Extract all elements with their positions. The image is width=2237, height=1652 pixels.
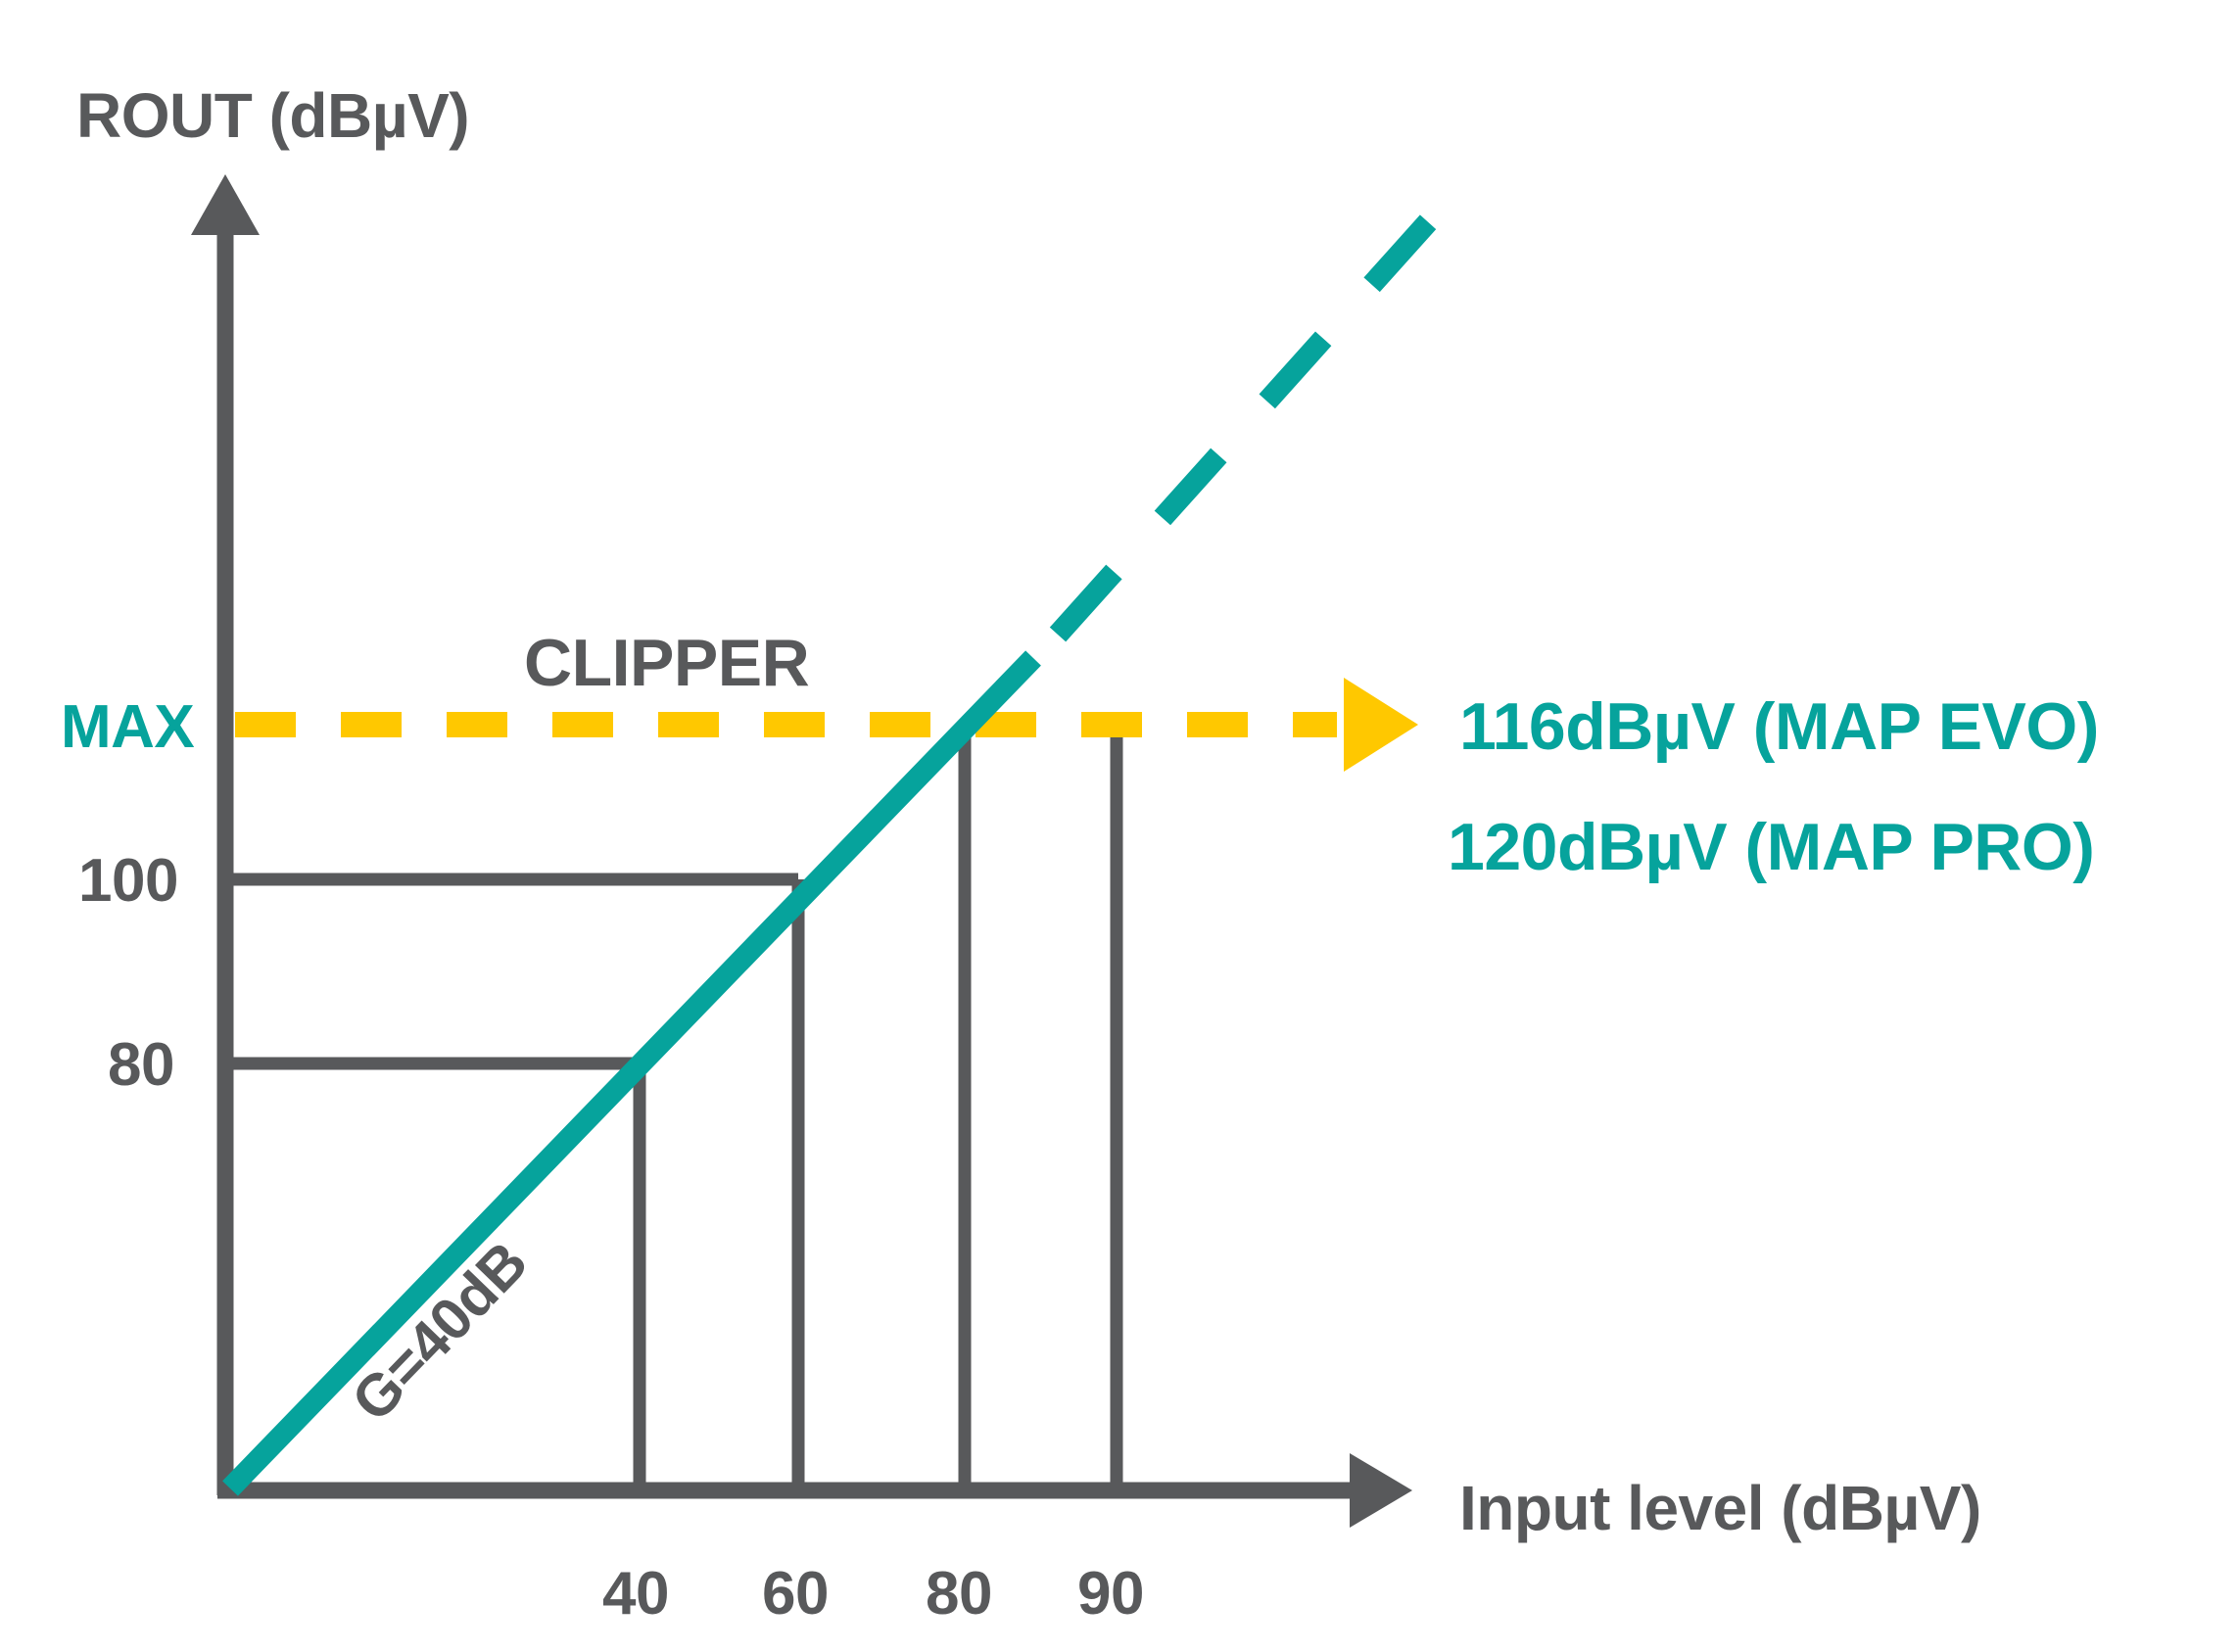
- x-axis-arrow-icon: [1350, 1453, 1412, 1528]
- y-axis-label: ROUT (dBµV): [76, 80, 469, 151]
- x-tick-label-80: 80: [926, 1560, 992, 1628]
- callout-line-evo: 116dBµV (MAP EVO): [1459, 689, 2099, 764]
- response-curve-solid: [222, 650, 1041, 1496]
- x-tick-label-90: 90: [1077, 1560, 1144, 1628]
- callout-line-pro: 120dBµV (MAP PRO): [1448, 810, 2094, 884]
- y-tick-label-80: 80: [108, 1031, 174, 1099]
- max-level-arrow-icon: [1344, 678, 1418, 772]
- x-tick-label-60: 60: [762, 1560, 829, 1628]
- y-tick-label-100: 100: [78, 847, 178, 915]
- y-axis-arrow-icon: [191, 174, 260, 235]
- y-tick-label-max: MAX: [61, 693, 194, 761]
- clipper-annotation: CLIPPER: [524, 626, 809, 700]
- x-tick-label-40: 40: [602, 1560, 669, 1628]
- x-axis-label: Input level (dBµV): [1459, 1473, 1981, 1543]
- response-curve-dashed-extension: [1049, 168, 1478, 642]
